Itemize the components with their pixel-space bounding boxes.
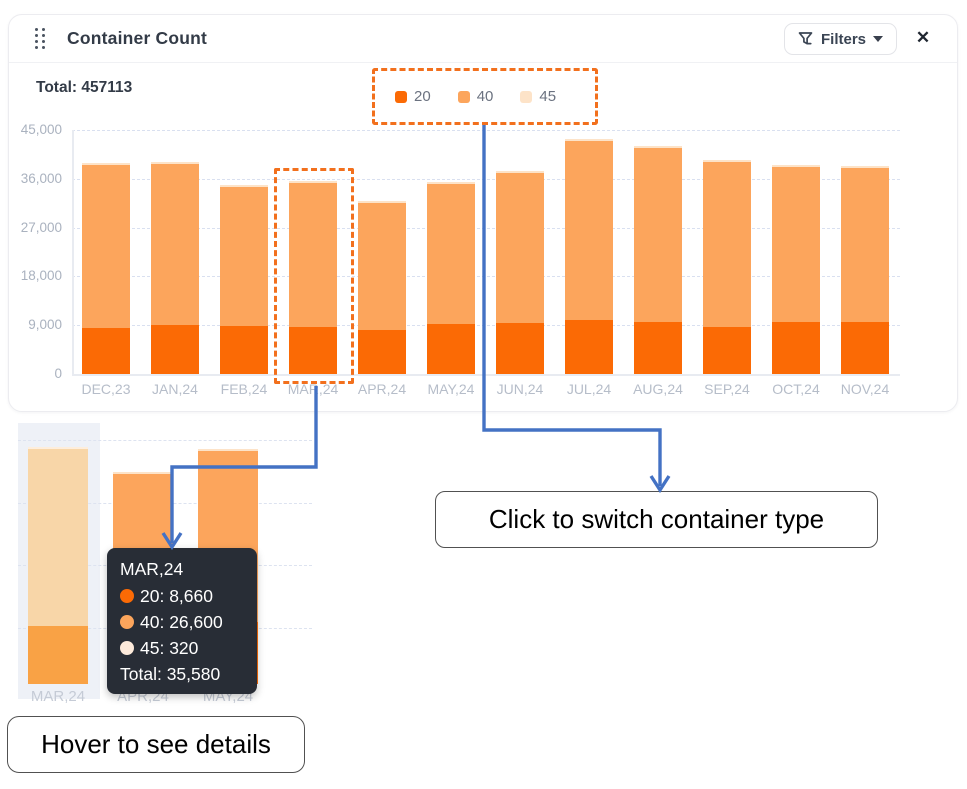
tooltip-value: 20: 8,660: [140, 586, 213, 606]
chart-tooltip: MAR,24 20: 8,660 40: 26,600 45: 320 Total:…: [107, 548, 257, 694]
x-axis-label: SEP,24: [704, 381, 750, 397]
bar-segment-40: [358, 203, 406, 330]
bar-segment-40: [772, 166, 820, 323]
legend-label: 45: [539, 88, 557, 105]
bar-DEC,23[interactable]: [82, 163, 130, 374]
y-axis-tick: 0: [54, 366, 62, 381]
bar-NOV,24[interactable]: [841, 166, 889, 374]
mini-bar-segment-45: [28, 447, 88, 450]
tooltip-dot-40: [120, 615, 134, 629]
bar-segment-20: [427, 323, 475, 374]
bar-segment-40: [427, 184, 475, 324]
mini-bar-segment-20: [28, 626, 88, 684]
tooltip-value: 40: 26,600: [140, 612, 223, 632]
bar-segment-45: [427, 182, 475, 185]
bar-segment-45: [220, 184, 268, 187]
bar-segment-45: [151, 161, 199, 164]
mini-bar-segment-45: [113, 472, 173, 475]
tooltip-total: Total: 35,580: [120, 664, 221, 684]
filter-funnel-icon: [798, 31, 814, 47]
mini-x-axis-label: MAR,24: [30, 688, 86, 705]
mini-bar-segment-45: [198, 448, 258, 451]
click-note: Click to switch container type: [435, 491, 878, 548]
legend-swatch-20: [395, 90, 407, 103]
bar-segment-20: [289, 327, 337, 374]
legend-swatch-40: [457, 90, 470, 103]
tooltip-row-45: 45: 320: [120, 635, 257, 661]
bar-segment-20: [151, 324, 199, 374]
bar-segment-45: [841, 166, 889, 169]
x-axis-label: APR,24: [357, 381, 407, 397]
mini-gridline: [18, 440, 312, 441]
chevron-down-icon: [873, 36, 883, 42]
legend-swatch-45: [520, 90, 533, 103]
bar-segment-20: [841, 321, 889, 374]
bar-segment-40: [82, 165, 130, 328]
bar-FEB,24[interactable]: [220, 184, 268, 374]
bar-JAN,24[interactable]: [151, 161, 199, 374]
legend-item-20[interactable]: 20: [395, 88, 431, 105]
tooltip-title: MAR,24: [120, 559, 184, 579]
bar-segment-20: [772, 322, 820, 374]
legend-highlight-box: 20 40 45: [372, 68, 598, 125]
tooltip-value: 45: 320: [140, 638, 199, 658]
bar-segment-40: [151, 163, 199, 325]
bar-segment-20: [703, 326, 751, 374]
tooltip-dot-45: [120, 641, 134, 655]
bar-segment-20: [358, 329, 406, 374]
card-header: Container Count Filters ✕: [9, 15, 957, 63]
bar-segment-20: [220, 325, 268, 374]
bar-segment-45: [772, 164, 820, 167]
hover-note: Hover to see details: [7, 716, 305, 773]
legend-label: 20: [414, 88, 431, 105]
x-axis-label: DEC,23: [81, 381, 131, 397]
bar-segment-40: [703, 161, 751, 327]
selected-bar-highlight-box: [274, 168, 354, 384]
y-axis-tick: 9,000: [28, 317, 62, 333]
y-axis-tick: 36,000: [20, 170, 62, 186]
bar-APR,24[interactable]: [358, 201, 406, 374]
bar-segment-45: [289, 180, 337, 183]
total-count: Total: 457113: [36, 79, 133, 96]
y-axis-tick: 18,000: [20, 268, 62, 284]
mini-bar-MAR,24: [28, 447, 88, 684]
tooltip-row-20: 20: 8,660: [120, 583, 257, 609]
y-axis-tick: 45,000: [20, 122, 62, 137]
bar-segment-45: [358, 201, 406, 204]
tooltip-row-40: 40: 26,600: [120, 609, 257, 635]
mini-bar-segment-40: [28, 449, 88, 627]
legend-item-40[interactable]: 40: [457, 88, 494, 105]
bar-OCT,24[interactable]: [772, 164, 820, 374]
page-title: Container Count: [67, 28, 208, 48]
drag-handle-icon[interactable]: [35, 28, 45, 49]
close-button[interactable]: ✕: [909, 24, 937, 52]
x-axis-label: OCT,24: [772, 381, 820, 397]
filters-button[interactable]: Filters: [783, 23, 897, 55]
x-axis-label: NOV,24: [840, 381, 890, 397]
legend-item-45[interactable]: 45: [520, 88, 556, 105]
bar-segment-20: [82, 327, 130, 374]
bar-SEP,24[interactable]: [703, 159, 751, 374]
bar-segment-40: [289, 182, 337, 327]
legend-label: 40: [476, 88, 494, 105]
y-axis-line: [72, 130, 74, 374]
filters-label: Filters: [820, 30, 866, 48]
bar-MAY,24[interactable]: [427, 182, 475, 374]
x-axis-label: MAY,24: [427, 381, 475, 397]
bar-segment-45: [82, 163, 130, 166]
y-axis-tick: 27,000: [20, 219, 62, 235]
tooltip-dot-20: [120, 589, 134, 603]
bar-segment-45: [703, 159, 751, 162]
bar-MAR,24[interactable]: [289, 180, 337, 374]
bar-segment-40: [841, 168, 889, 322]
bar-segment-40: [220, 186, 268, 326]
